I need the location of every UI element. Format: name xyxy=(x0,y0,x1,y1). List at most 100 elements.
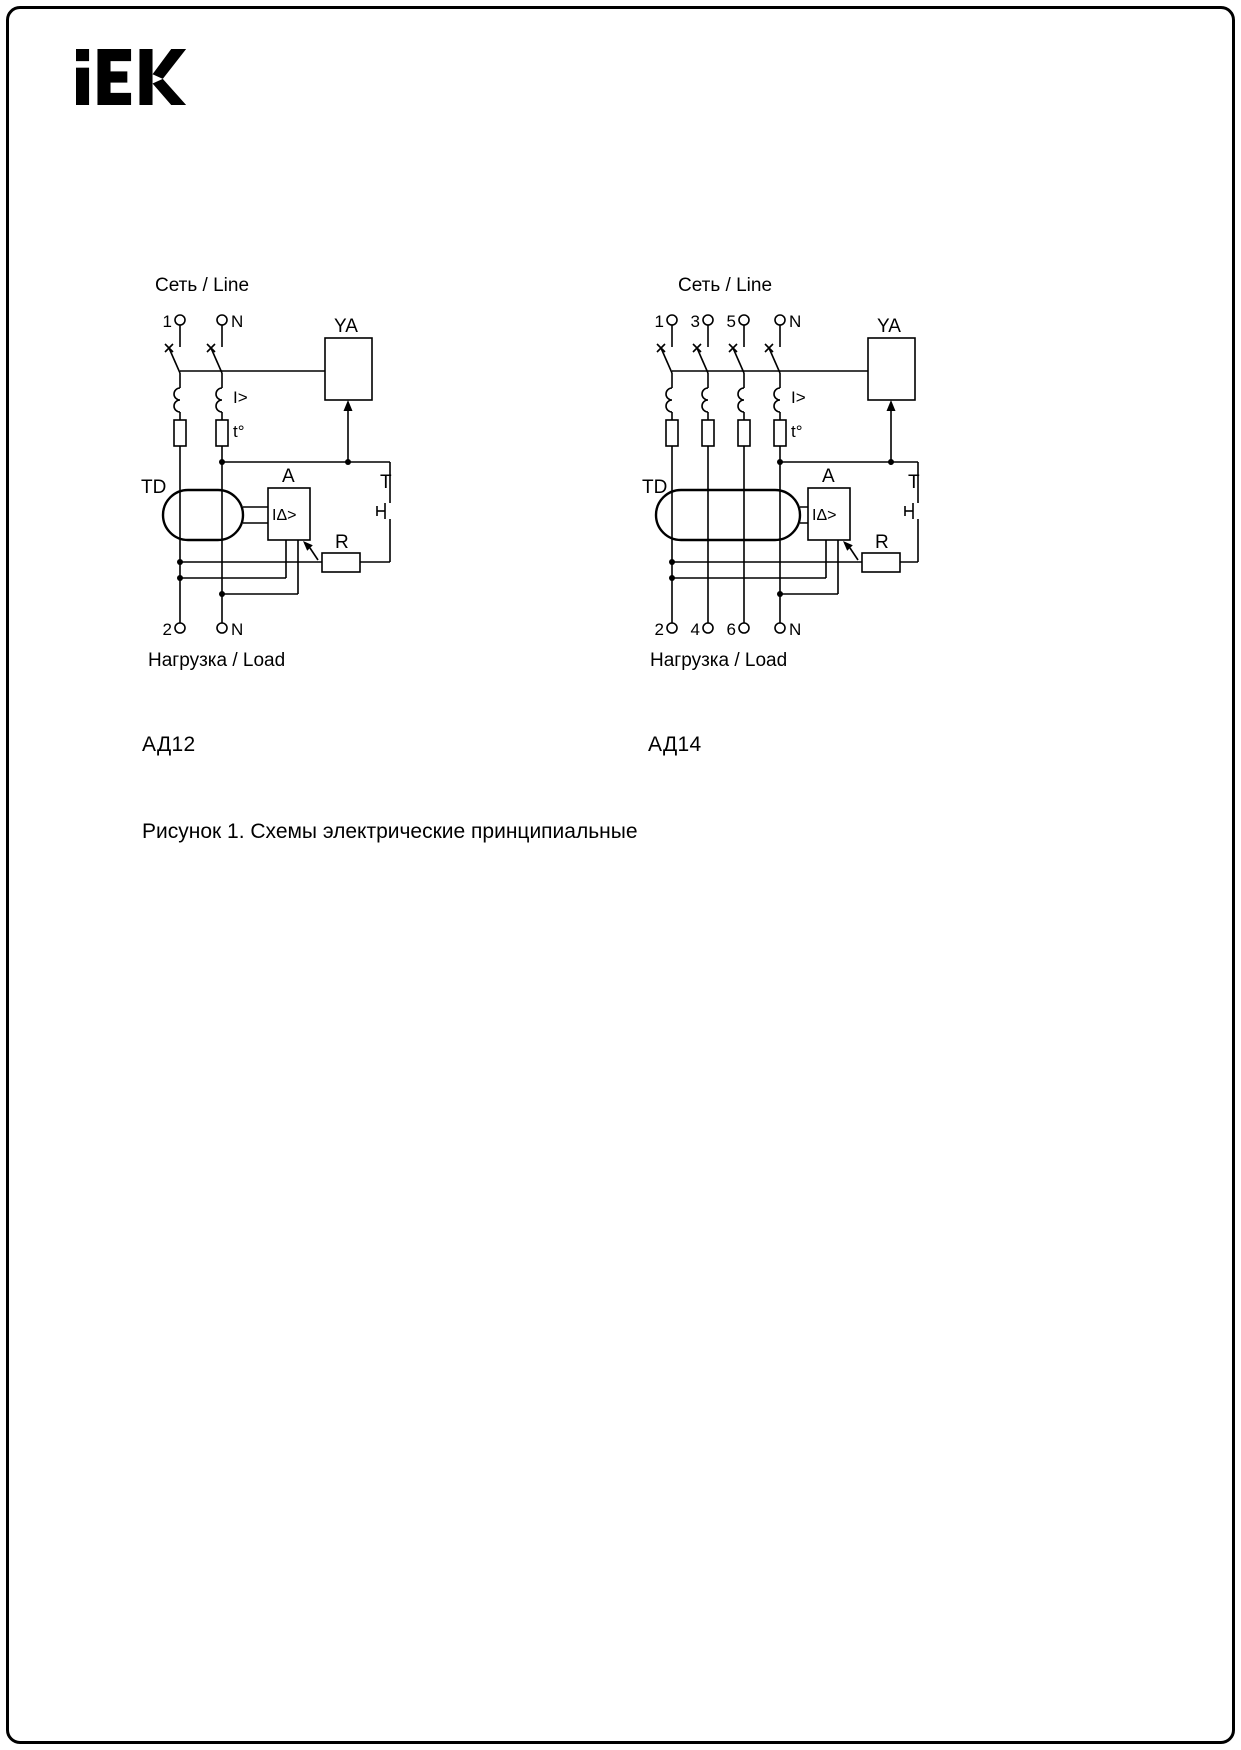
test-button-label: T xyxy=(908,472,920,493)
iek-logo xyxy=(76,49,187,105)
thermal-release-symbol xyxy=(737,419,751,447)
logo-i-stem xyxy=(76,67,90,105)
terminal-label-5: 5 xyxy=(727,312,736,331)
logo-k-upper xyxy=(152,49,187,79)
logo-e-mid xyxy=(106,71,128,83)
pole-conductor-1 xyxy=(656,325,679,623)
diagram-name-ad12: АД12 xyxy=(142,733,196,756)
trip-coil-box xyxy=(867,337,916,401)
line-label: Сеть / Line xyxy=(678,275,772,296)
thermal-release-symbol xyxy=(773,419,787,447)
resistor-box xyxy=(861,552,901,573)
pole-conductor-n xyxy=(206,325,229,623)
logo-e-top xyxy=(106,49,132,62)
amplifier-label: A xyxy=(282,466,295,487)
differential-label: IΔ> xyxy=(272,507,296,524)
terminal-circle-2 xyxy=(174,622,186,634)
terminal-circle-6 xyxy=(738,622,750,634)
diagram-ad14: Сеть / Line 1 3 5 N xyxy=(642,275,920,671)
schematic-diagrams: Сеть / Line 1 N I> t° Y xyxy=(141,275,920,671)
diagram-ad12: Сеть / Line 1 N I> t° Y xyxy=(141,275,392,671)
junction-dot xyxy=(177,575,183,581)
test-button-label: T xyxy=(380,472,392,493)
thermal-release-symbol xyxy=(665,419,679,447)
load-label: Нагрузка / Load xyxy=(650,650,787,671)
terminal-circle-n-top xyxy=(774,314,786,326)
logo-e-stem xyxy=(97,49,111,105)
terminal-label-2: 2 xyxy=(163,620,172,639)
junction-dot xyxy=(669,559,675,565)
toroid-transformer xyxy=(161,488,245,542)
thermal-label: t° xyxy=(233,422,245,441)
toroid-transformer xyxy=(654,488,802,542)
overcurrent-release-symbol xyxy=(173,387,181,413)
thermal-release-symbol xyxy=(701,419,715,447)
secondary-link-lines xyxy=(800,506,808,524)
junction-dot xyxy=(777,459,783,465)
trip-coil-label: YA xyxy=(334,316,358,337)
terminal-circle-4 xyxy=(702,622,714,634)
terminal-label-n-top: N xyxy=(789,312,801,331)
logo-e-bot xyxy=(106,92,132,105)
junction-dot xyxy=(219,591,225,597)
supply-bus-lines xyxy=(672,540,862,595)
logo-k-stem xyxy=(139,49,153,105)
breaker-contact-cross xyxy=(206,343,216,353)
overcurrent-label: I> xyxy=(791,388,806,407)
amp-input-arrow xyxy=(843,541,853,551)
terminal-label-3: 3 xyxy=(691,312,700,331)
junction-dot xyxy=(219,459,225,465)
logo-k-lower xyxy=(152,78,187,105)
terminal-label-1: 1 xyxy=(163,312,172,331)
resistor-label: R xyxy=(335,532,349,553)
amplifier-box xyxy=(807,487,851,541)
terminal-circle-5 xyxy=(738,314,750,326)
terminal-label-2: 2 xyxy=(655,620,664,639)
supply-bus-lines xyxy=(180,540,322,595)
terminal-circle-n-bottom xyxy=(216,622,228,634)
line-label: Сеть / Line xyxy=(155,275,249,296)
resistor-label: R xyxy=(875,532,889,553)
terminal-label-n-top: N xyxy=(231,312,243,331)
thermal-release-symbol xyxy=(173,419,187,447)
amplifier-box xyxy=(267,487,311,541)
load-label: Нагрузка / Load xyxy=(148,650,285,671)
test-button-symbol xyxy=(904,462,919,562)
overcurrent-label: I> xyxy=(233,388,248,407)
terminal-circle-n-top xyxy=(216,314,228,326)
pole-conductor-5 xyxy=(728,325,751,623)
test-button-symbol xyxy=(376,462,391,562)
trip-coil-label: YA xyxy=(877,316,901,337)
pole-conductor-3 xyxy=(692,325,715,623)
terminal-label-4: 4 xyxy=(691,620,700,639)
trip-coil-box xyxy=(324,337,373,401)
amplifier-label: A xyxy=(822,466,835,487)
figure-caption: Рисунок 1. Схемы электрические принципиа… xyxy=(142,820,638,843)
amp-input-arrow xyxy=(303,541,313,551)
terminal-circle-1 xyxy=(174,314,186,326)
terminal-label-6: 6 xyxy=(727,620,736,639)
junction-dot xyxy=(177,559,183,565)
transformer-label: TD xyxy=(642,477,667,498)
junction-dot xyxy=(888,459,894,465)
transformer-label: TD xyxy=(141,477,166,498)
thermal-release-symbol xyxy=(215,419,229,447)
junction-dot xyxy=(777,591,783,597)
diagram-name-ad14: АД14 xyxy=(648,733,702,756)
junction-dot xyxy=(669,575,675,581)
terminal-circle-1 xyxy=(666,314,678,326)
trip-arrow xyxy=(886,400,896,411)
differential-label: IΔ> xyxy=(812,507,836,524)
thermal-label: t° xyxy=(791,422,803,441)
logo-i-dot xyxy=(76,49,90,62)
resistor-box xyxy=(321,552,361,573)
breaker-contact-cross xyxy=(164,343,174,353)
terminal-circle-2 xyxy=(666,622,678,634)
amp-input-arrow-line xyxy=(309,547,319,561)
terminal-label-n-bottom: N xyxy=(231,620,243,639)
pole-conductor-n xyxy=(764,325,787,623)
terminal-circle-n-bottom xyxy=(774,622,786,634)
amp-input-arrow-line xyxy=(849,547,859,561)
secondary-link-lines xyxy=(243,506,268,524)
